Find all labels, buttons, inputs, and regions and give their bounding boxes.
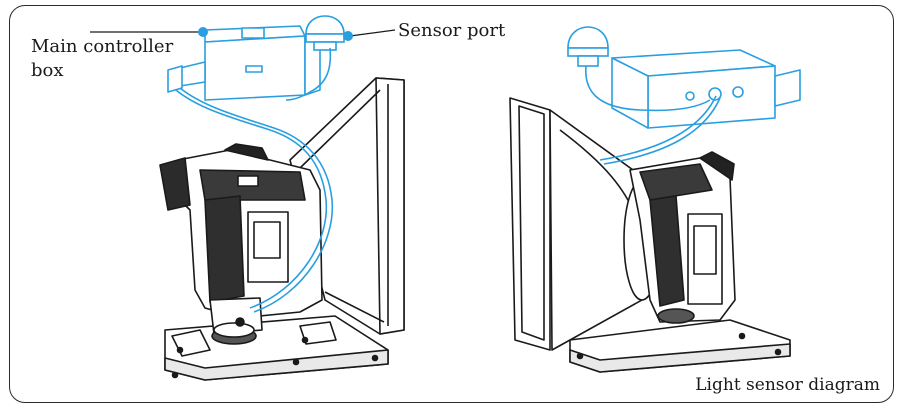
left-cables bbox=[175, 47, 334, 313]
left-camera bbox=[159, 143, 323, 345]
left-leader-lines bbox=[90, 29, 396, 37]
sensor-port-label: Sensor port bbox=[398, 20, 506, 41]
diagram-caption: Light sensor diagram bbox=[695, 375, 880, 395]
right-hood bbox=[509, 97, 661, 351]
right-camera bbox=[629, 151, 736, 324]
right-base-rail bbox=[569, 319, 791, 373]
sensor-port-dot bbox=[343, 31, 353, 41]
right-sensor-dome bbox=[567, 26, 609, 67]
main-controller-label: Main controller bbox=[31, 36, 174, 57]
left-controller-box bbox=[167, 25, 321, 101]
left-base-rail bbox=[164, 315, 389, 381]
right-controller-box bbox=[611, 49, 801, 129]
main-controller-dot bbox=[198, 27, 208, 37]
right-cables bbox=[585, 65, 721, 165]
main-controller-label-line2: box bbox=[31, 60, 64, 81]
